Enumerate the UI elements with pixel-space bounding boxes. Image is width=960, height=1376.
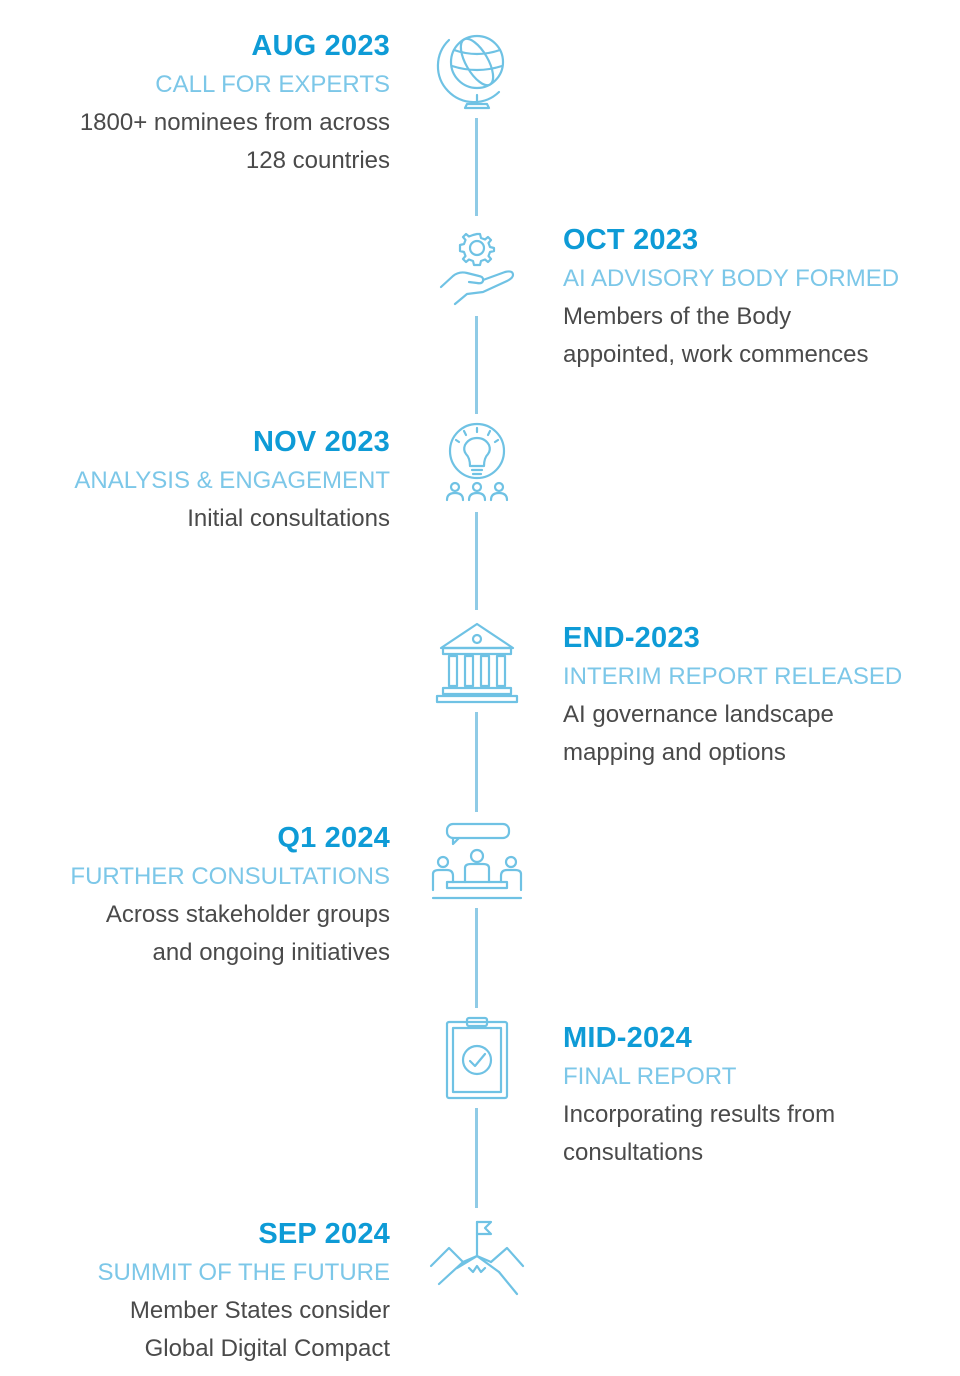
milestone-description: Across stakeholder groups and ongoing in… [0, 896, 390, 972]
milestone-description-line: Across stakeholder groups [105, 901, 390, 928]
mountain-flag-icon [427, 1208, 527, 1308]
globe-icon [427, 22, 527, 122]
timeline-connector [475, 512, 478, 610]
milestone-phase: ANALYSIS & ENGAGEMENT [74, 467, 390, 494]
milestone-description: Members of the Body appointed, work comm… [563, 298, 953, 374]
milestone-description: Initial consultations [0, 500, 390, 538]
meeting-table-icon [427, 812, 527, 912]
milestone-date: OCT 2023 [563, 224, 699, 256]
milestone-oct-2023: OCT 2023 AI ADVISORY BODY FORMED Members… [563, 222, 953, 374]
milestone-date: END-2023 [563, 622, 700, 654]
timeline-connector [475, 908, 478, 1008]
milestone-description-line: appointed, work commences [563, 341, 869, 368]
milestone-mid-2024: MID-2024 FINAL REPORT Incorporating resu… [563, 1020, 953, 1172]
lightbulb-group-icon [427, 414, 527, 514]
milestone-date: SEP 2024 [258, 1218, 390, 1250]
milestone-description: 1800+ nominees from across 128 countries [0, 104, 390, 180]
timeline-connector [475, 712, 478, 812]
milestone-description-line: 1800+ nominees from across [79, 109, 390, 136]
milestone-description-line: and ongoing initiatives [152, 939, 390, 966]
milestone-description-line: consultations [563, 1139, 704, 1166]
timeline-connector [475, 118, 478, 216]
milestone-phase: INTERIM REPORT RELEASED [563, 663, 903, 690]
milestone-sep-2024: SEP 2024 SUMMIT OF THE FUTURE Member Sta… [0, 1216, 390, 1368]
milestone-phase: FINAL REPORT [563, 1063, 737, 1090]
milestone-end-2023: END-2023 INTERIM REPORT RELEASED AI gove… [563, 620, 953, 772]
milestone-description-line: Global Digital Compact [144, 1335, 390, 1362]
milestone-date: MID-2024 [563, 1022, 692, 1054]
institution-icon [427, 612, 527, 712]
milestone-nov-2023: NOV 2023 ANALYSIS & ENGAGEMENT Initial c… [0, 424, 390, 538]
milestone-date: AUG 2023 [251, 30, 390, 62]
milestone-description: Incorporating results from consultations [563, 1096, 953, 1172]
milestone-description-line: 128 countries [245, 147, 390, 174]
clipboard-check-icon [427, 1010, 527, 1110]
milestone-phase: SUMMIT OF THE FUTURE [97, 1259, 390, 1286]
milestone-description: AI governance landscape mapping and opti… [563, 696, 953, 772]
timeline-connector [475, 1108, 478, 1208]
milestone-description: Member States consider Global Digital Co… [0, 1292, 390, 1368]
gear-hand-icon [427, 216, 527, 316]
milestone-phase: FURTHER CONSULTATIONS [70, 863, 390, 890]
milestone-aug-2023: AUG 2023 CALL FOR EXPERTS 1800+ nominees… [0, 28, 390, 180]
milestone-q1-2024: Q1 2024 FURTHER CONSULTATIONS Across sta… [0, 820, 390, 972]
milestone-phase: AI ADVISORY BODY FORMED [563, 265, 900, 292]
milestone-description-line: Incorporating results from [563, 1101, 836, 1128]
timeline-connector [475, 316, 478, 414]
milestone-description-line: mapping and options [563, 739, 786, 766]
milestone-date: NOV 2023 [252, 426, 390, 458]
milestone-description-line: Initial consultations [187, 505, 390, 532]
milestone-description-line: Members of the Body [563, 303, 792, 330]
milestone-description-line: Member States consider [129, 1297, 390, 1324]
milestone-date: Q1 2024 [277, 822, 390, 854]
milestone-description-line: AI governance landscape [563, 701, 834, 728]
milestone-phase: CALL FOR EXPERTS [155, 71, 390, 98]
